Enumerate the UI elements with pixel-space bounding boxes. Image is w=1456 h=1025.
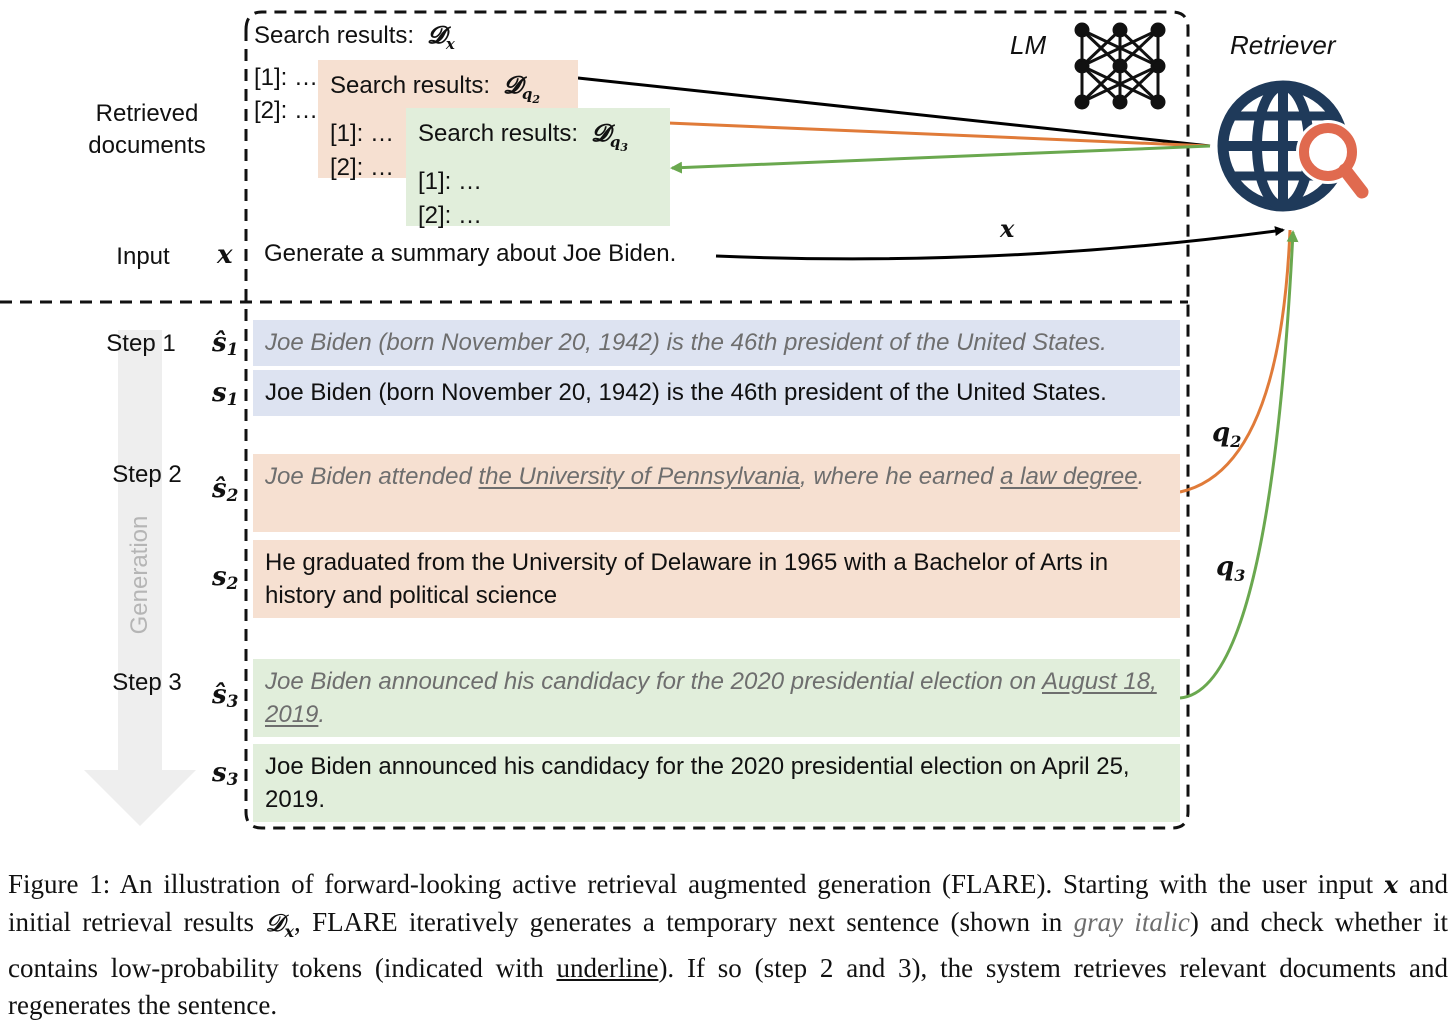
dq3-return-line — [670, 144, 1211, 174]
s3-hat-sentence: Joe Biden announced his candidacy for th… — [253, 659, 1180, 737]
generation-arrow — [84, 330, 196, 826]
low-prob-token: August 18, 2019 — [265, 668, 1157, 728]
lm-dashed-frame — [244, 10, 1190, 830]
q3-curve — [1179, 230, 1299, 700]
s2-sentence: He graduated from the University of Dela… — [253, 540, 1180, 618]
x-arrow-label: x — [1000, 214, 1015, 243]
s1-hat-sentence: Joe Biden (born November 20, 1942) is th… — [253, 320, 1180, 366]
dq2-line — [577, 76, 1211, 148]
neural-network-icon — [1074, 22, 1166, 110]
lm-label: LM — [1010, 30, 1047, 60]
search-results-dx: Search results: 𝓓x [1]: … [2]: … — [254, 20, 455, 124]
x-symbol: x — [217, 240, 233, 270]
input-label: Input — [116, 243, 170, 270]
s1-hat-symbol: ŝ1 — [212, 328, 239, 360]
diagram-lines — [0, 10, 1369, 830]
s3-symbol: s3 — [212, 758, 239, 790]
q3-label: q3 — [1216, 552, 1246, 586]
generation-label: Generation — [126, 515, 153, 635]
figure-caption: Figure 1: An illustration of forward-loo… — [8, 869, 1449, 1021]
step2-label: Step 2 — [112, 461, 182, 488]
low-prob-token: the University of Pennsylvania — [478, 463, 801, 490]
s1-symbol: s1 — [212, 378, 239, 410]
s3-hat-symbol: ŝ3 — [212, 680, 239, 712]
s2-symbol: s2 — [212, 562, 239, 594]
q2-curve — [1179, 229, 1292, 494]
step3-label: Step 3 — [112, 669, 182, 696]
globe-search-icon — [1217, 80, 1369, 212]
retriever-label: Retriever — [1230, 30, 1336, 60]
s2-hat-symbol: ŝ2 — [212, 474, 239, 506]
input-text: Generate a summary about Joe Biden. — [264, 240, 677, 267]
step1-label: Step 1 — [106, 330, 176, 357]
s1-sentence: Joe Biden (born November 20, 1942) is th… — [253, 370, 1180, 416]
retrieved-documents-label: Retrieved documents — [88, 100, 206, 159]
dq3-line — [667, 121, 1211, 148]
s3-sentence: Joe Biden announced his candidacy for th… — [253, 744, 1180, 822]
low-prob-token: a law degree — [1000, 463, 1138, 490]
s2-hat-sentence: Joe Biden attended the University of Pen… — [253, 454, 1180, 532]
q2-label: q2 — [1212, 418, 1242, 452]
search-results-dq3: Search results: 𝓓q3 [1]: … [2]: … — [406, 108, 670, 229]
input-arrow — [715, 226, 1285, 261]
